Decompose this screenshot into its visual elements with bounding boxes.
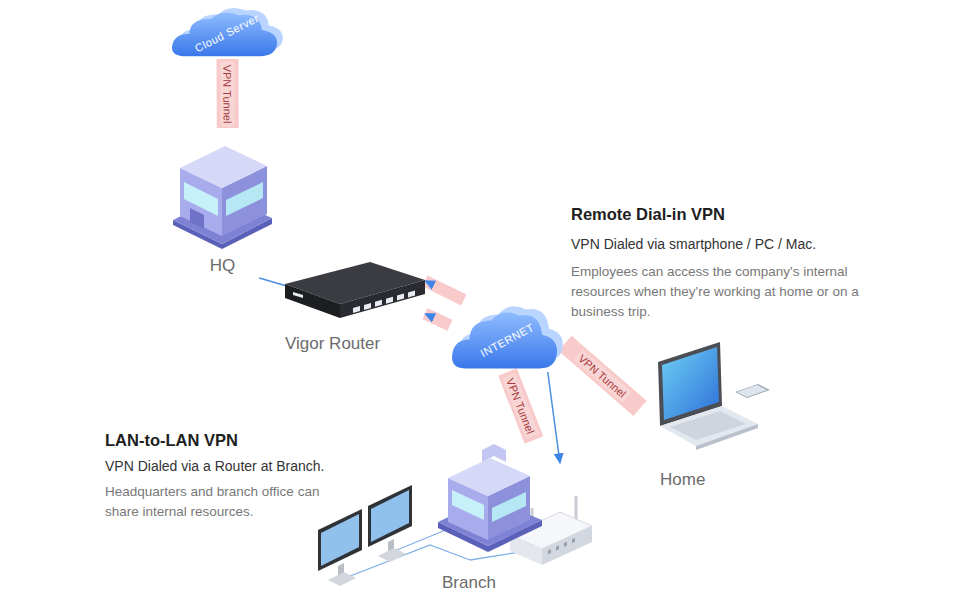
home-site: Home (640, 340, 775, 492)
site-label: Vigor Router (285, 334, 380, 354)
monitor-a (318, 509, 362, 586)
site-label: Home (660, 470, 705, 490)
link-line (425, 314, 450, 326)
home-laptop (640, 340, 775, 455)
vpn-tunnel (425, 281, 464, 300)
section-body: Headquarters and branch office can share… (105, 482, 341, 522)
site-label: HQ (210, 256, 236, 276)
wire (470, 552, 520, 560)
tunnel-band (425, 281, 464, 300)
link-line (548, 372, 560, 463)
section-subtitle: VPN Dialed via a Router at Branch. (105, 458, 365, 476)
monitor-b (368, 485, 412, 562)
section-subtitle: VPN Dialed via smartphone / PC / Mac. (571, 236, 931, 254)
network-link (259, 278, 285, 286)
branch-building (430, 440, 560, 552)
tunnel-band (565, 343, 640, 408)
vigor-router: Vigor Router (285, 262, 425, 356)
tunnel-band (217, 59, 239, 128)
site-label: Branch (442, 573, 496, 593)
section-heading: LAN-to-LAN VPN (105, 430, 365, 451)
internet-cloud: INTERNET (450, 300, 565, 372)
link-line (259, 278, 285, 286)
hq-building (170, 128, 275, 248)
branch-office: Branch (430, 440, 560, 595)
link-line (425, 281, 464, 300)
tunnel-label: VPN Tunnel (573, 349, 631, 402)
hq-office: HQ (170, 128, 275, 278)
vpn-tunnel (425, 314, 450, 326)
section-body: Employees can access the company's inter… (571, 262, 901, 322)
vigor-router-device (285, 262, 425, 322)
link-line (565, 343, 640, 408)
section-heading: Remote Dial-in VPN (571, 204, 931, 225)
vpn-tunnel (565, 343, 640, 408)
cloud-server: Cloud Server (170, 3, 285, 59)
tunnel-label: VPN Tunnel (221, 61, 235, 126)
network-link (548, 372, 560, 463)
tunnel-band (425, 314, 450, 326)
